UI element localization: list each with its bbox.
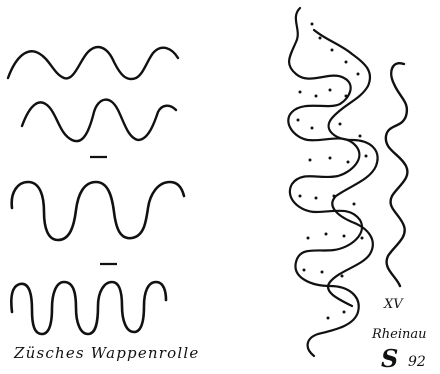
rheinau-inner-lobes	[314, 30, 378, 306]
rheinau-outer-wave	[386, 63, 408, 286]
left-figure-group: Züsches Wappenrolle	[8, 47, 199, 362]
wavy-line-3	[12, 182, 184, 240]
wavy-line-2	[22, 100, 176, 142]
wavy-line-4	[11, 282, 166, 334]
right-number: 92	[408, 354, 426, 370]
rheinau-lobed-band	[288, 8, 362, 356]
wavy-line-1	[8, 47, 178, 79]
right-mark: S	[381, 344, 398, 373]
left-caption: Züsches Wappenrolle	[13, 344, 199, 362]
right-roman-numeral: XV	[383, 297, 404, 312]
dot-pattern	[297, 23, 368, 320]
right-place-label: Rheinau	[371, 327, 427, 342]
right-figure-group: XV Rheinau S 92	[288, 8, 426, 373]
